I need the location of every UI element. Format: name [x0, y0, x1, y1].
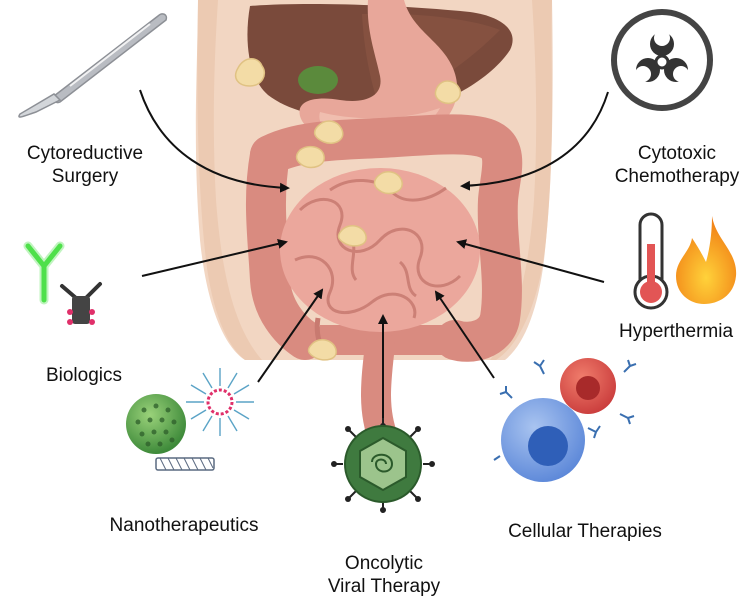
arrow-hyperthermia	[456, 239, 605, 283]
antibody-icon	[23, 241, 102, 325]
colon	[245, 114, 523, 455]
nanoparticle-icon	[126, 368, 254, 471]
thermometer-flame-icon	[633, 212, 737, 310]
arrow-biologics	[141, 238, 288, 277]
arrow-nano	[257, 288, 324, 383]
arrow-surgery	[139, 89, 290, 193]
biohazard-icon	[611, 9, 713, 111]
arrow-cellular	[434, 290, 495, 379]
tumor-nodules	[234, 58, 461, 361]
arrow-chemo	[460, 91, 609, 191]
label-chemo: Cytotoxic Chemotherapy	[614, 143, 740, 187]
label-hyperthermia: Hyperthermia	[618, 321, 734, 342]
immune-cells-icon	[493, 358, 637, 482]
arrows	[139, 89, 609, 418]
label-biologics: Biologics	[45, 365, 123, 386]
virus-icon	[331, 418, 435, 513]
label-viral: Oncolytic Viral Therapy	[327, 553, 441, 597]
label-cellular: Cellular Therapies	[508, 521, 662, 542]
label-nano: Nanotherapeutics	[109, 515, 259, 536]
label-surgery: Cytoreductive Surgery	[26, 143, 144, 187]
scalpel-icon	[18, 13, 168, 118]
gallbladder	[298, 66, 338, 94]
nanotube	[155, 457, 215, 471]
small-intestine	[280, 168, 480, 332]
